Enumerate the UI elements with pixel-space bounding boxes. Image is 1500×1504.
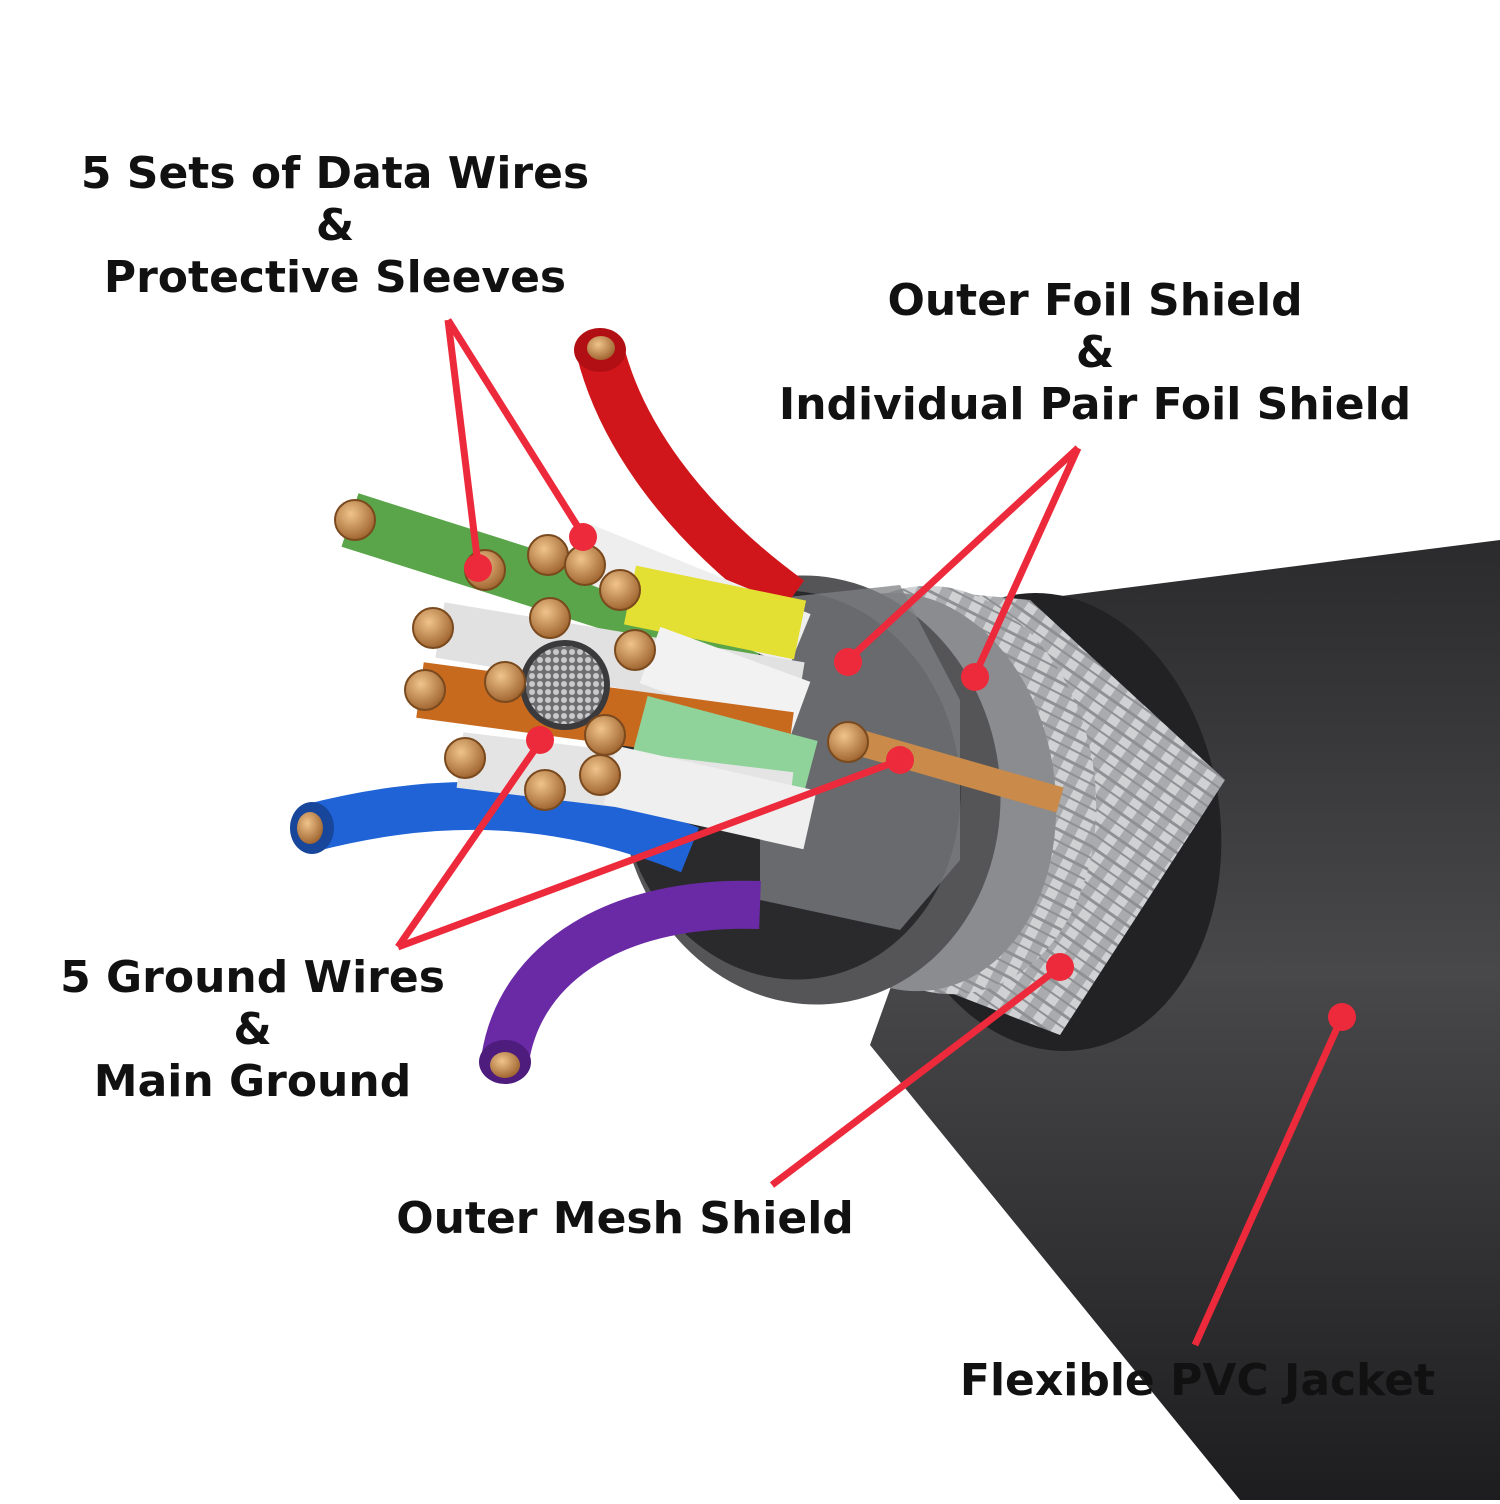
label-data-wires-amp: &	[315, 200, 355, 251]
copper-end-9	[484, 661, 526, 703]
copper-end-7	[529, 597, 571, 639]
copper-end-14	[579, 754, 621, 796]
copper-end-6	[412, 607, 454, 649]
pointer-data-wires	[444, 318, 597, 582]
label-ground-wires-line1: 5 Ground Wires	[60, 952, 445, 1003]
label-data-wires-line2: Protective Sleeves	[103, 252, 567, 303]
copper-end-4	[564, 544, 606, 586]
pointers	[395, 318, 1356, 1347]
copper-end-10	[404, 669, 446, 711]
wire-purple	[479, 880, 761, 1084]
label-foil-shield-line1: Outer Foil Shield	[887, 275, 1303, 326]
copper-end-15	[827, 721, 869, 763]
pointer-pvc-jacket	[1191, 1003, 1356, 1347]
pointer-mesh-shield	[769, 953, 1074, 1188]
label-ground-wires-line2: Main Ground	[93, 1056, 412, 1107]
copper-end-11	[584, 714, 626, 756]
copper-ends	[334, 499, 869, 811]
label-ground-wires-amp: &	[233, 1004, 272, 1055]
label-foil-shield-amp: &	[1075, 327, 1115, 378]
pointer-foil-shield	[834, 445, 1082, 691]
label-pvc-jacket-line1: Flexible PVC Jacket	[959, 1355, 1436, 1406]
copper-end-3	[527, 534, 569, 576]
label-mesh-shield: Outer Mesh Shield	[360, 1193, 890, 1245]
label-foil-shield-line2: Individual Pair Foil Shield	[778, 379, 1412, 430]
copper-end-13	[524, 769, 566, 811]
wire-blue	[290, 781, 699, 873]
label-foil-shield: Outer Foil Shield & Individual Pair Foil…	[740, 275, 1450, 431]
label-pvc-jacket: Flexible PVC Jacket	[925, 1355, 1470, 1407]
label-ground-wires: 5 Ground Wires & Main Ground	[20, 952, 485, 1108]
copper-end-8	[614, 629, 656, 671]
label-data-wires: 5 Sets of Data Wires & Protective Sleeve…	[40, 148, 630, 304]
copper-end-12	[444, 737, 486, 779]
label-mesh-shield-line1: Outer Mesh Shield	[396, 1193, 854, 1244]
copper-end-1	[334, 499, 376, 541]
pointer-ground-wires	[395, 726, 914, 951]
wire-red	[574, 328, 805, 620]
copper-end-5	[599, 569, 641, 611]
label-data-wires-line1: 5 Sets of Data Wires	[80, 148, 590, 199]
